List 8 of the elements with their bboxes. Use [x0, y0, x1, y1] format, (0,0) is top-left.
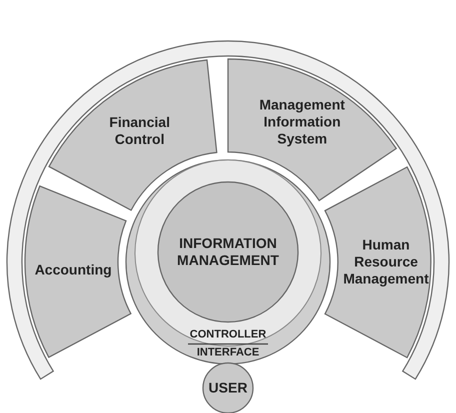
segment-label: Accounting: [34, 262, 113, 279]
segment-label: Human Resource Management: [342, 236, 430, 288]
user-label: USER: [208, 380, 248, 396]
ring-label: INTERFACE: [196, 346, 260, 360]
ring-label: CONTROLLER: [188, 328, 268, 342]
segment-label: Financial Control: [108, 114, 171, 148]
segment-label: Management Information System: [258, 96, 346, 148]
center-label: INFORMATION MANAGEMENT: [176, 235, 280, 269]
